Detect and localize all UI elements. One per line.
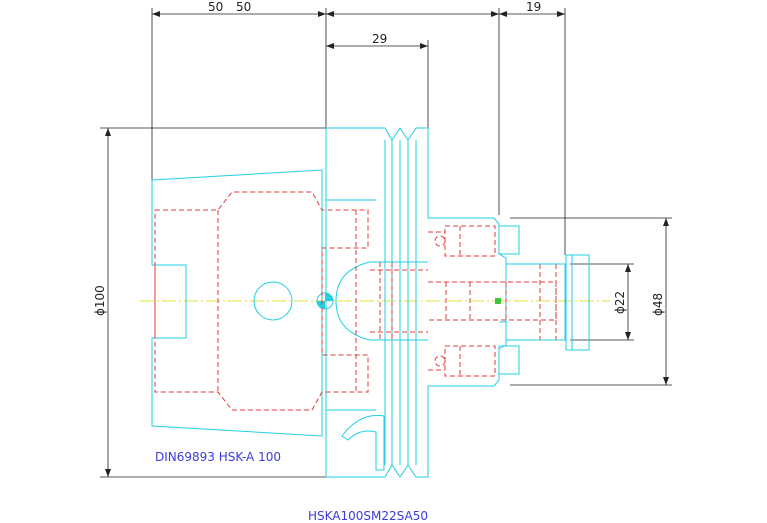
dim-text-50-a: 50 [208,0,223,14]
center-marker [495,298,501,304]
tool-holder-outline [151,127,590,478]
dim-text-phi22: ϕ22 [613,291,627,314]
dim-text-50-b: 50 [236,0,251,14]
hidden-lines [154,191,557,411]
standard-label: DIN69893 HSK-A 100 [155,450,281,464]
part-number-label: HSKA100SM22SA50 [308,509,428,523]
dim-text-19: 19 [526,0,541,14]
dim-text-phi100: ϕ100 [93,285,107,316]
dim-text-phi48: ϕ48 [651,293,665,316]
dim-text-29: 29 [372,32,387,46]
dimension-lines [100,8,672,478]
